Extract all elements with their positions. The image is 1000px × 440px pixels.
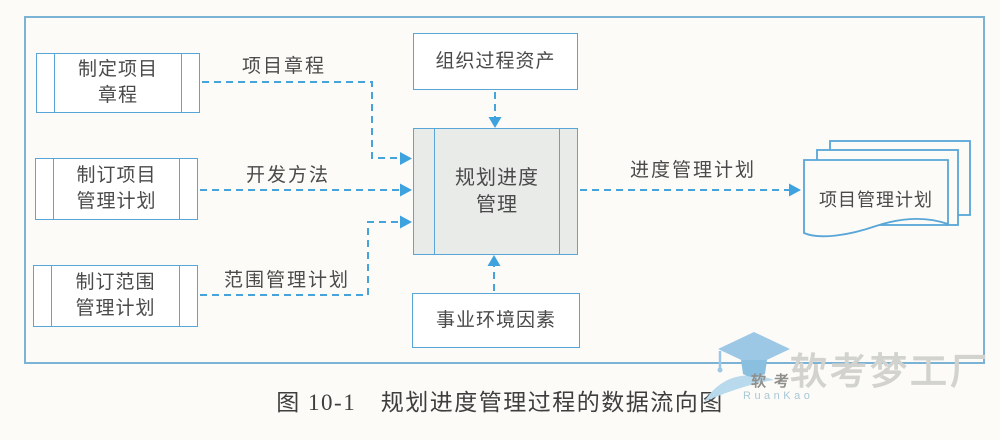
node-label: 组织过程资产 — [414, 34, 577, 89]
node-label-line1: 制定项目 — [77, 59, 158, 81]
node-label-line1: 事业环境因素 — [435, 309, 556, 331]
flow-label-project-charter: 项目章程 — [242, 56, 327, 77]
node-sidebar — [34, 266, 52, 326]
connector-project-charter — [202, 81, 400, 159]
connector-scope-plan — [200, 221, 400, 296]
node-sidebar — [414, 129, 435, 254]
figure-caption: 图 10-1 规划进度管理过程的数据流向图 — [276, 390, 724, 415]
node-develop-charter: 制定项目 章程 — [36, 53, 200, 113]
node-enterprise-environmental-factors: 事业环境因素 — [412, 293, 580, 348]
swoosh-icon — [704, 375, 774, 402]
node-label: 制订项目 管理计划 — [54, 159, 179, 219]
node-label: 规划进度 管理 — [435, 129, 559, 254]
node-label: 事业环境因素 — [413, 294, 579, 347]
arrowhead-dev-approach-icon — [400, 183, 412, 197]
node-sidebar — [179, 266, 197, 326]
node-plan-schedule-management: 规划进度 管理 — [413, 128, 578, 255]
node-sidebar — [37, 54, 55, 112]
node-sidebar — [179, 159, 197, 219]
watermark-brand-en: RuanKao — [743, 390, 814, 402]
arrowhead-output-icon — [789, 183, 801, 197]
node-organizational-process-assets: 组织过程资产 — [413, 33, 578, 90]
node-label-line1: 制订范围 — [75, 272, 156, 294]
node-develop-scope-plan: 制订范围 管理计划 — [33, 265, 198, 327]
arrowhead-eef-icon — [487, 255, 501, 266]
flow-label-schedule-mgmt-plan: 进度管理计划 — [630, 160, 757, 181]
cap-board — [718, 332, 790, 366]
node-label-line2: 管理 — [476, 193, 518, 216]
diagram-frame — [24, 16, 985, 364]
document-sheet-front — [803, 159, 949, 238]
flow-label-development-approach: 开发方法 — [246, 165, 331, 186]
arrowhead-charter-icon — [400, 152, 412, 165]
node-label-line2: 管理计划 — [75, 298, 156, 319]
node-label: 制订范围 管理计划 — [52, 266, 179, 326]
arrowhead-opa-icon — [488, 117, 502, 128]
watermark-brand-cn: 软考 — [751, 373, 798, 390]
arrowhead-scope-icon — [400, 215, 412, 229]
graduation-cap-icon — [704, 332, 790, 402]
node-label-line1: 组织过程资产 — [435, 50, 556, 72]
node-label-line1: 制订项目 — [76, 165, 157, 187]
cap-base — [741, 360, 767, 377]
flow-label-scope-mgmt-plan: 范围管理计划 — [224, 270, 351, 291]
node-develop-pm-plan: 制订项目 管理计划 — [35, 158, 198, 220]
cap-tassel-end — [717, 367, 723, 373]
node-sidebar — [36, 159, 54, 219]
node-label-line2: 管理计划 — [76, 191, 157, 212]
node-label: 制定项目 章程 — [55, 54, 181, 112]
node-sidebar — [181, 54, 199, 112]
watermark-big-text: 软考梦工厂 — [790, 351, 990, 392]
node-sidebar — [559, 129, 577, 254]
node-label-line2: 章程 — [97, 85, 138, 106]
node-label-line1: 规划进度 — [455, 166, 539, 189]
output-document-label: 项目管理计划 — [819, 190, 933, 210]
